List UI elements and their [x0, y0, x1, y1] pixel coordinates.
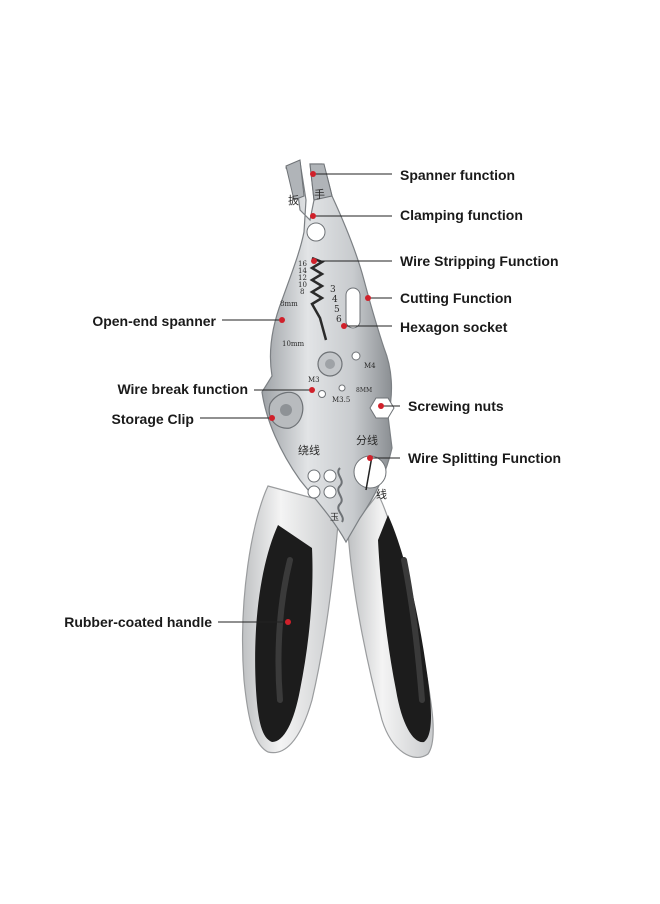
- engraving-strip-4: 8: [300, 288, 304, 296]
- engraving-strip-3: 10: [298, 281, 307, 289]
- right-handle: [347, 492, 434, 759]
- leader-lines: [200, 173, 400, 623]
- callout-wire-stripping-function: Wire Stripping Function: [400, 253, 559, 269]
- right-grip-rubber: [378, 515, 431, 743]
- callout-cutting-function: Cutting Function: [400, 290, 512, 306]
- left-handle: [242, 485, 339, 754]
- marker-storage-clip: [269, 415, 275, 421]
- marker-wire-break: [309, 387, 315, 393]
- callout-clamping-function: Clamping function: [400, 207, 523, 223]
- callout-rubber-coated-handle: Rubber-coated handle: [64, 614, 212, 630]
- marker-open-end: [279, 317, 285, 323]
- marker-spanner: [310, 171, 316, 177]
- engraving-socket-1: 4: [332, 295, 338, 305]
- marker-cutting: [365, 295, 371, 301]
- engraving-m35: M3.5: [332, 396, 350, 404]
- engraving-split-bottom: 线: [376, 487, 387, 501]
- engraving-socket-2: 5: [334, 305, 340, 315]
- marker-screwing: [378, 403, 384, 409]
- engraving-socket-0: 3: [330, 285, 336, 295]
- callout-spanner-function: Spanner function: [400, 167, 516, 183]
- engraving-spanner-8: 8mm: [280, 300, 298, 308]
- marker-handle: [285, 619, 291, 625]
- marker-clamping: [310, 213, 316, 219]
- engraving-brand: 玉: [330, 512, 339, 523]
- callout-wire-break-function: Wire break function: [117, 381, 248, 397]
- callout-wire-splitting-function: Wire Splitting Function: [408, 450, 562, 466]
- engraving-socket-3: 6: [336, 315, 342, 325]
- engraving-m4: M4: [364, 362, 376, 370]
- engraving-strip-0: 16: [298, 260, 307, 268]
- callout-storage-clip: Storage Clip: [111, 411, 194, 427]
- marker-splitting: [367, 455, 373, 461]
- engraving-spanner-10: 10mm: [282, 340, 305, 348]
- callout-hexagon-socket: Hexagon socket: [400, 319, 508, 335]
- engraving-twist: 绕线: [298, 443, 320, 457]
- callout-open-end-spanner: Open-end spanner: [92, 313, 216, 329]
- twist-wheel: [307, 469, 337, 499]
- marker-hexagon: [341, 323, 347, 329]
- left-grip-rubber: [255, 525, 313, 742]
- engraving-jaw-left: 扳: [288, 193, 299, 207]
- engraving-m3: M3: [308, 376, 320, 384]
- engraving-strip-1: 14: [298, 267, 307, 275]
- engraving-hex-8: 8MM: [356, 387, 372, 394]
- callout-screwing-nuts: Screwing nuts: [408, 398, 504, 414]
- engravings: 扳 手 16 14 12 10 8 3 4 5 6 8mm 10mm M4 M3…: [280, 187, 387, 523]
- marker-stripping: [311, 258, 317, 264]
- engraving-strip-2: 12: [298, 274, 307, 282]
- pliers-head: [261, 159, 395, 544]
- marker-dots: [269, 171, 384, 625]
- engraving-split-top: 分线: [356, 433, 378, 447]
- engraving-jaw-right: 手: [314, 187, 325, 201]
